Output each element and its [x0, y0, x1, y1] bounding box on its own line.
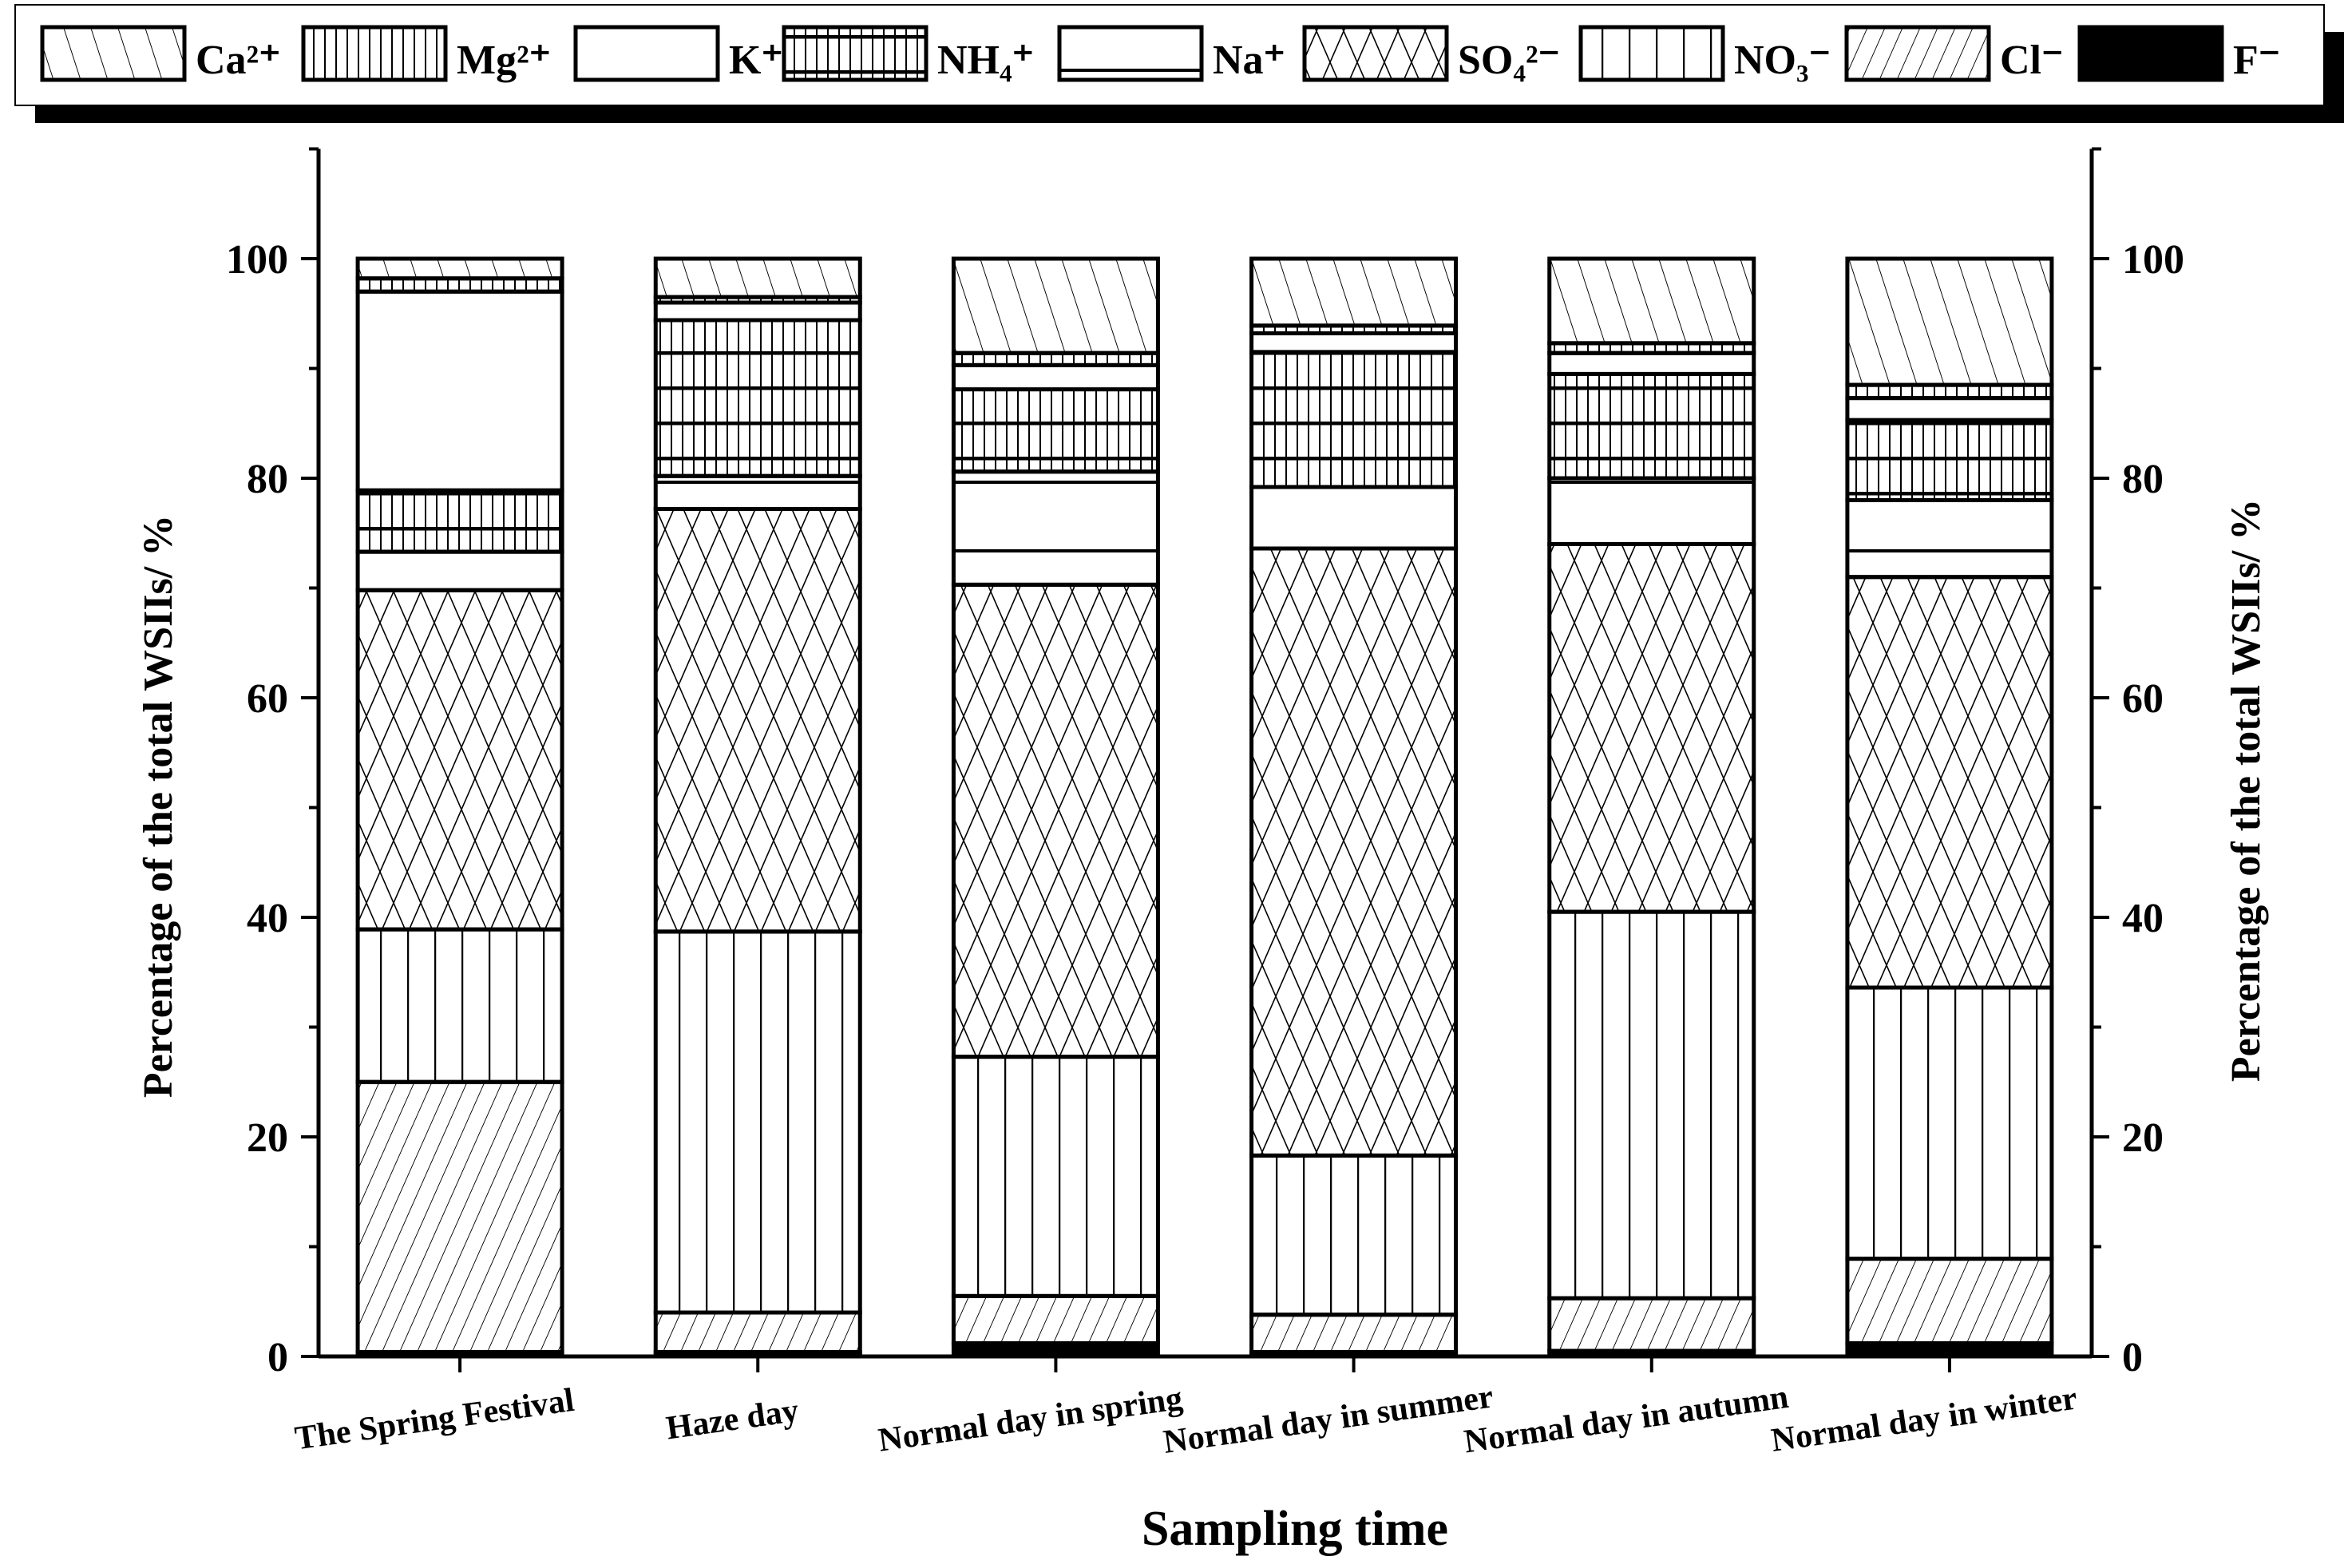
x-tick-label: The Spring Festival: [293, 1382, 576, 1458]
x-tick-label: Normal day in spring: [876, 1380, 1185, 1459]
legend-label: NH₄⁺: [937, 38, 1034, 83]
bar-segment-naplus: [951, 469, 1160, 587]
y-tick-label-right: 0: [2122, 1335, 2143, 1380]
bar-segment-kplus: [1249, 331, 1459, 354]
legend-item: Na⁺: [1057, 25, 1285, 83]
bar-segment-clminus: [1547, 1296, 1756, 1353]
bar-segment-clminus: [355, 1079, 564, 1354]
bar-segment-nh4plus: [1547, 371, 1756, 481]
y-tick-label-right: 20: [2122, 1115, 2164, 1161]
legend-item: NO₃⁻: [1578, 25, 1831, 83]
y-tick-label-right: 100: [2122, 237, 2184, 283]
legend-item: SO₄²⁻: [1302, 25, 1560, 83]
bar-segment-so42minus: [1249, 546, 1459, 1158]
bar-segment-ca2plus: [653, 256, 862, 299]
bar-segment-clminus: [653, 1310, 862, 1354]
bar-segment-no3minus: [355, 927, 564, 1084]
legend-item: NH₄⁺: [782, 25, 1034, 83]
bar-segment-so42minus: [1845, 575, 2054, 990]
x-tick-label: Normal day in summer: [1161, 1378, 1495, 1461]
bar-normal-day-in-spring: [951, 256, 1160, 1359]
bar-segment-no3minus: [1249, 1153, 1459, 1317]
bar-segment-clminus: [951, 1293, 1160, 1345]
bar-segment-ca2plus: [1845, 256, 2054, 387]
y-axis-title-left: Percentage of the total WSIIs/ %: [136, 515, 181, 1098]
y-axis-title-right: Percentage of the total WSIIs/ %: [2223, 499, 2269, 1082]
legend: Ca²⁺ Mg²⁺ K⁺ NH₄⁺ Na⁺ SO₄²⁻ NO₃⁻ Cl⁻ F⁻: [14, 4, 2344, 123]
bar-segment-naplus: [355, 549, 564, 592]
legend-label: K⁺: [729, 38, 783, 83]
y-tick-label-right: 80: [2122, 457, 2164, 502]
bar-segment-clminus: [1249, 1313, 1459, 1354]
legend-item: F⁻: [2077, 25, 2280, 83]
bar-segment-no3minus: [1547, 909, 1756, 1301]
legend-swatch: [1578, 25, 1725, 82]
bar-segment-nh4plus: [1845, 418, 2054, 502]
legend-swatch: [1844, 25, 1991, 82]
bar-segment-nh4plus: [1249, 350, 1459, 489]
legend-item: Cl⁻: [1844, 25, 2063, 83]
x-tick-label: Haze day: [664, 1392, 802, 1447]
legend-item: K⁺: [573, 25, 783, 83]
bar-segment-kplus: [951, 362, 1160, 392]
bar-segment-naplus: [653, 473, 862, 511]
legend-label: Mg²⁺: [457, 38, 551, 83]
legend-label: Ca²⁺: [196, 38, 281, 83]
bar-segment-so42minus: [355, 588, 564, 932]
legend-swatch: [1302, 25, 1449, 82]
y-tick-label-right: 40: [2122, 896, 2164, 941]
bar-normal-day-in-summer: [1249, 256, 1459, 1359]
legend-label: NO₃⁻: [1734, 38, 1831, 83]
bar-segment-no3minus: [653, 929, 862, 1315]
legend-swatch: [1057, 25, 1204, 82]
bar-segment-kplus: [1845, 396, 2054, 422]
bar-segment-ca2plus: [1547, 256, 1756, 346]
bar-segment-kplus: [1547, 350, 1756, 376]
legend-swatch: [782, 25, 928, 82]
legend-label: F⁻: [2233, 38, 2280, 83]
bar-segment-so42minus: [951, 582, 1160, 1059]
y-tick-label-left: 80: [247, 457, 288, 502]
bar-the-spring-festival: [355, 256, 564, 1359]
bar-segment-ca2plus: [1249, 256, 1459, 328]
bar-segment-naplus: [1845, 498, 2054, 580]
bar-segment-clminus: [1845, 1257, 2054, 1345]
bar-segment-no3minus: [951, 1055, 1160, 1298]
y-tick-label-right: 60: [2122, 676, 2164, 722]
bar-normal-day-in-winter: [1845, 256, 2054, 1359]
bar-normal-day-in-autumn: [1547, 256, 1756, 1359]
legend-item: Mg²⁺: [301, 25, 551, 83]
legend-swatch: [40, 25, 187, 82]
bar-segment-naplus: [1249, 485, 1459, 551]
y-tick-label-left: 20: [247, 1115, 288, 1161]
bar-segment-kplus: [355, 289, 564, 493]
bar-haze-day: [653, 256, 862, 1359]
bar-segment-ca2plus: [355, 256, 564, 281]
y-tick-label-left: 40: [247, 896, 288, 941]
y-tick-label-left: 60: [247, 676, 288, 722]
bar-segment-kplus: [653, 300, 862, 323]
y-tick-label-left: 100: [226, 237, 288, 283]
legend-label: Cl⁻: [2000, 38, 2063, 83]
legend-label: SO₄²⁻: [1458, 38, 1560, 83]
bar-segment-nh4plus: [355, 488, 564, 554]
bar-segment-so42minus: [1547, 542, 1756, 914]
legend-item: Ca²⁺: [40, 25, 281, 83]
x-axis-title: Sampling time: [1142, 1502, 1448, 1556]
bar-segment-naplus: [1547, 476, 1756, 546]
x-tick-label: Normal day in autumn: [1462, 1379, 1791, 1461]
bar-segment-ca2plus: [951, 256, 1160, 355]
x-tick-label: Normal day in winter: [1769, 1380, 2080, 1459]
legend-label: Na⁺: [1213, 38, 1285, 83]
bar-segment-nh4plus: [951, 387, 1160, 474]
bar-segment-no3minus: [1845, 985, 2054, 1261]
legend-swatch: [573, 25, 720, 82]
legend-swatch: [301, 25, 448, 82]
bar-segment-nh4plus: [653, 318, 862, 478]
bar-segment-so42minus: [653, 507, 862, 934]
legend-swatch: [2077, 25, 2224, 82]
y-tick-label-left: 0: [267, 1335, 288, 1380]
